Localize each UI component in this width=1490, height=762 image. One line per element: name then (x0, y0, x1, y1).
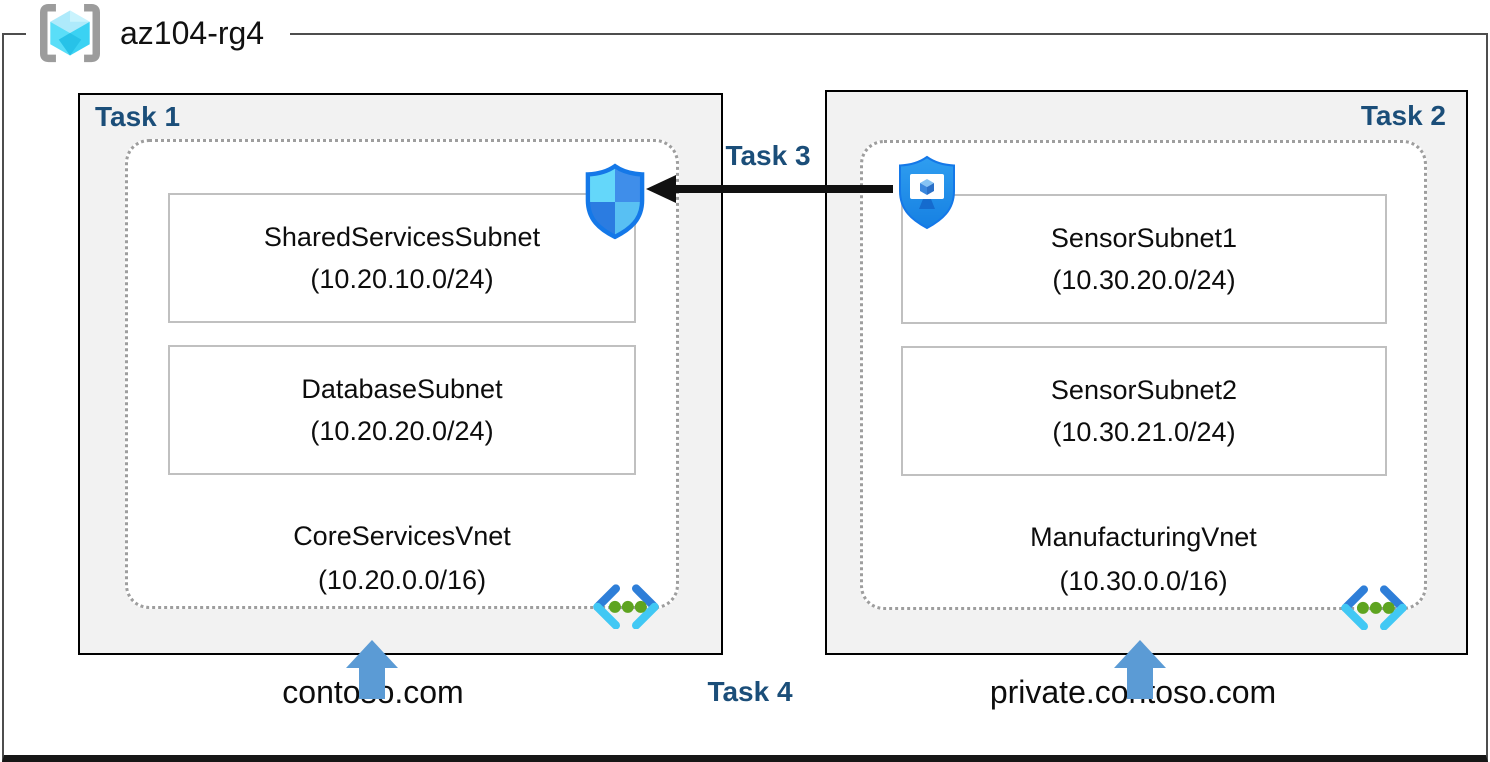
vnet-cidr: (10.30.0.0/16) (1059, 566, 1228, 596)
shared-services-subnet-box: SharedServicesSubnet (10.20.10.0/24) (168, 193, 636, 323)
up-arrow-icon (1114, 640, 1166, 699)
core-services-vnet-label: CoreServicesVnet (10.20.0.0/16) (128, 514, 676, 602)
resource-group-frame (2, 33, 1488, 762)
up-arrow-icon (346, 640, 398, 699)
subnet-cidr: (10.30.21.0/24) (1052, 417, 1236, 447)
bastion-shield-monitor-icon (897, 155, 957, 233)
task2-label: Task 2 (1360, 100, 1446, 131)
subnet-name: SensorSubnet2 (1050, 375, 1238, 405)
vnet-name: CoreServicesVnet (293, 521, 511, 551)
task1-box: Task 1 SharedServicesSubnet (10.20.10.0/… (78, 93, 723, 655)
subnet-cidr: (10.20.10.0/24) (310, 264, 494, 294)
task3-label: Task 3 (725, 140, 811, 171)
sensor-subnet1-box: SensorSubnet1 (10.30.20.0/24) (901, 194, 1387, 324)
peering-arrow-shaft (674, 185, 893, 193)
subnet-name: DatabaseSubnet (301, 374, 503, 404)
database-subnet-box: DatabaseSubnet (10.20.20.0/24) (168, 345, 636, 475)
sensor-subnet2-box: SensorSubnet2 (10.30.21.0/24) (901, 346, 1387, 476)
subnet-cidr: (10.20.20.0/24) (310, 416, 494, 446)
network-security-group-shield-icon (584, 161, 646, 243)
core-services-vnet-boundary: SharedServicesSubnet (10.20.10.0/24) Dat… (125, 139, 679, 630)
subnet-name: SensorSubnet1 (1050, 223, 1238, 253)
arrow-head (346, 640, 398, 668)
peering-arrow-head-icon (646, 175, 676, 203)
manufacturing-vnet-label: ManufacturingVnet (10.30.0.0/16) (863, 515, 1424, 603)
arrow-shaft (1127, 667, 1153, 699)
subnet-name: SharedServicesSubnet (263, 222, 541, 252)
resource-group-header: az104-rg4 (26, 2, 291, 64)
manufacturing-vnet-boundary: SensorSubnet1 (10.30.20.0/24) SensorSubn… (860, 140, 1427, 631)
task2-box: Task 2 SensorSubnet1 (10.30.20.0/24) Sen… (825, 90, 1468, 655)
virtual-network-icon (591, 583, 661, 630)
resource-group-icon (36, 3, 104, 63)
vnet-name: ManufacturingVnet (1030, 522, 1257, 552)
arrow-head (1114, 640, 1166, 668)
task1-label: Task 1 (95, 101, 181, 132)
task4-label: Task 4 (707, 676, 793, 707)
subnet-cidr: (10.30.20.0/24) (1052, 265, 1236, 295)
arrow-shaft (359, 667, 385, 699)
vnet-cidr: (10.20.0.0/16) (317, 565, 487, 595)
virtual-network-icon (1339, 584, 1409, 631)
resource-group-name: az104-rg4 (120, 14, 265, 51)
